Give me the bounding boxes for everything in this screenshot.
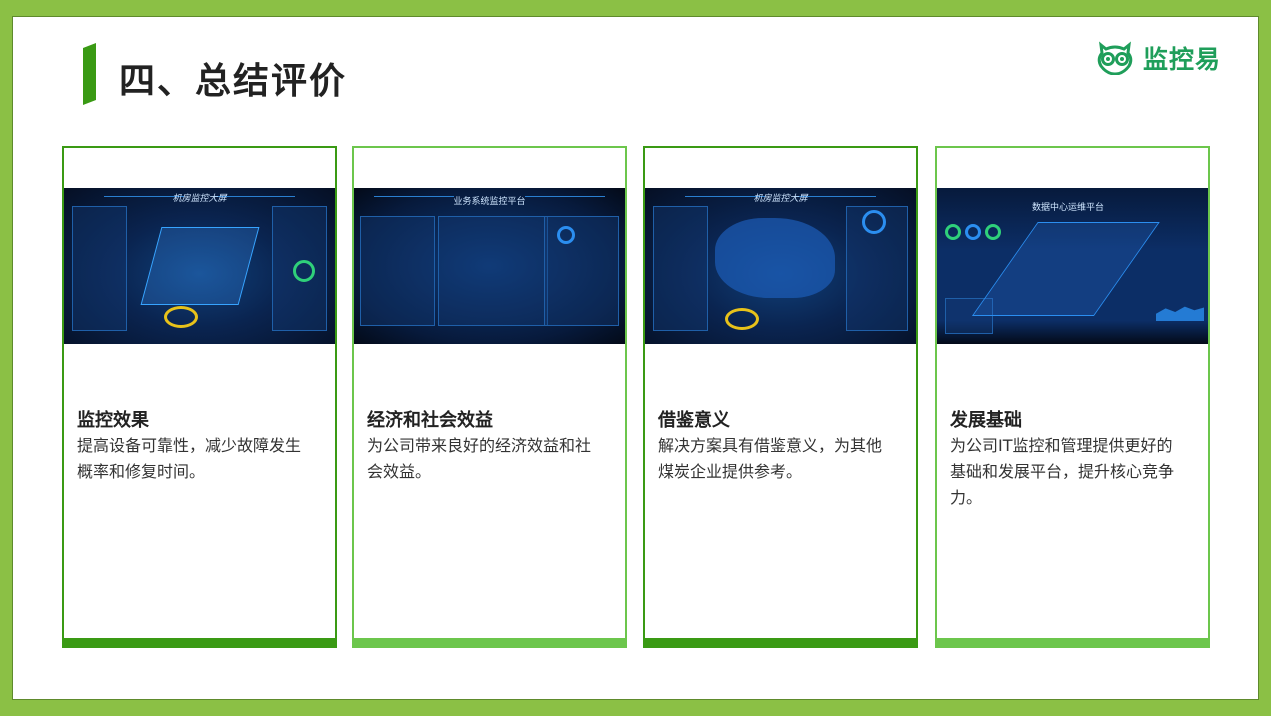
card-description: 为公司IT监控和管理提供更好的 基础和发展平台，提升核心竞争 力。 [950,433,1174,511]
desc-line: 会效益。 [367,462,432,481]
owl-logo-icon [1097,41,1133,75]
desc-line: 为公司IT监控和管理提供更好的 [950,436,1173,455]
card-development-foundation: 数据中心运维平台 发展基础 为公司IT监控和管理提供更好的 基础和发展平台，提升… [935,146,1210,648]
card-title: 发展基础 [950,410,1022,431]
logo-text: 监控易 [1143,45,1222,74]
card-title: 经济和社会效益 [367,410,493,431]
title-accent-bar [83,43,96,105]
card-bottom-bar [643,638,918,648]
card-bottom-bar [352,638,627,648]
card-description: 提高设备可靠性，减少故障发生 概率和修复时间。 [77,433,301,485]
screenshot-image: 机房监控大屏 [64,188,335,344]
desc-line: 提高设备可靠性，减少故障发生 [77,436,302,455]
logo: 监控易 [1095,40,1221,76]
card-title: 监控效果 [77,410,149,431]
desc-line: 基础和发展平台，提升核心竞争 [950,462,1175,481]
screenshot-title: 数据中心运维平台 [1032,203,1105,213]
screenshot-image: 数据中心运维平台 [937,188,1208,344]
card-description: 解决方案具有借鉴意义，为其他 煤炭企业提供参考。 [658,433,882,485]
card-description: 为公司带来良好的经济效益和社 会效益。 [367,433,591,485]
desc-line: 概率和修复时间。 [77,462,206,481]
desc-line: 解决方案具有借鉴意义，为其他 [658,436,883,455]
card-bottom-bar [62,638,337,648]
desc-line: 煤炭企业提供参考。 [658,462,803,481]
card-monitoring-effect: 机房监控大屏 监控效果 提高设备可靠性，减少故障发生 概率和修复时间。 [62,146,337,648]
card-bottom-bar [935,638,1210,648]
screenshot-title: 机房监控大屏 [172,194,227,204]
desc-line: 力。 [950,488,983,507]
desc-line: 为公司带来良好的经济效益和社 [367,436,592,455]
screenshot-title: 机房监控大屏 [753,194,808,204]
screenshot-image: 业务系统监控平台 [354,188,625,344]
screenshot-image: 机房监控大屏 [645,188,916,344]
card-reference-value: 机房监控大屏 借鉴意义 解决方案具有借鉴意义，为其他 煤炭企业提供参考。 [643,146,918,648]
card-economic-social-benefit: 业务系统监控平台 经济和社会效益 为公司带来良好的经济效益和社 会效益。 [352,146,627,648]
screenshot-title: 业务系统监控平台 [453,197,526,207]
card-title: 借鉴意义 [658,410,730,431]
page-title: 四、总结评价 [119,61,348,102]
